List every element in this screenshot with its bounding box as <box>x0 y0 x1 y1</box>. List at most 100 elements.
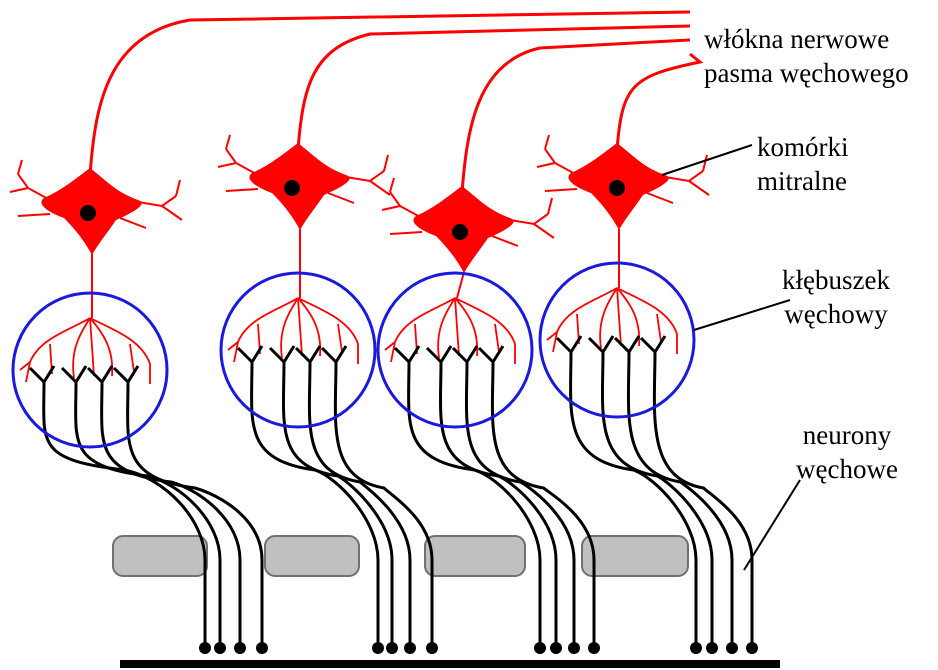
label-olfactory-neurons-line1: neurony <box>796 418 898 452</box>
label-nerve-fibers-line2: pasma węchowego <box>704 56 909 90</box>
support-cell-3 <box>425 536 525 576</box>
label-glomerulus-line1: kłębuszek <box>782 263 890 297</box>
olfactory-neuron-soma <box>726 642 738 654</box>
mitral-cell-2 <box>218 135 390 364</box>
olfactory-neuron-terminal <box>114 366 138 382</box>
olfactory-neuron-terminal <box>88 366 112 382</box>
mitral-cell-process <box>689 181 709 195</box>
olfactory-neuron-soma <box>199 642 211 654</box>
mitral-cell-nucleus <box>80 205 96 221</box>
mitral-cell-process <box>226 189 258 191</box>
mitral-cells <box>10 135 709 384</box>
label-glomerulus-line2: węchowy <box>782 297 890 331</box>
mitral-cell-3 <box>382 178 554 364</box>
mitral-cell-process <box>18 174 50 200</box>
mitral-cell-process <box>382 206 400 210</box>
olfactory-neuron-soma <box>690 642 702 654</box>
mitral-cell-process <box>18 214 50 216</box>
mitral-cell-process <box>328 193 354 203</box>
label-glomerulus: kłębuszek węchowy <box>782 263 890 331</box>
label-nerve-fibers: włókna nerwowe pasma węchowego <box>704 22 909 90</box>
olfactory-neuron-terminal <box>322 346 346 362</box>
olfactory-neuron-axon <box>283 362 392 648</box>
olfactory-neuron-soma <box>426 642 438 654</box>
mitral-cell-process <box>390 192 422 218</box>
olfactory-neuron-terminal <box>238 346 262 362</box>
mitral-cell-process <box>703 155 707 171</box>
mitral-cell-dendritic-tuft <box>298 298 302 356</box>
nerve-fiber-1 <box>90 12 690 175</box>
mitral-cell-process <box>537 163 555 167</box>
label-olfactory-neurons: neurony węchowe <box>796 418 898 486</box>
mitral-cell-process <box>647 193 673 203</box>
olfactory-neuron-soma <box>256 642 268 654</box>
mitral-cell-dendritic-tuft <box>90 318 94 376</box>
mitral-cell-dendritic-tuft <box>130 344 134 372</box>
support-cells <box>113 536 688 576</box>
pointer-olfactory-neurons <box>744 480 800 570</box>
mitral-cell-dendrite <box>457 272 464 298</box>
olfactory-neuron-soma <box>214 642 226 654</box>
olfactory-neuron-terminal <box>641 336 665 352</box>
olfactory-neuron-terminal <box>557 336 581 352</box>
mitral-cell-nucleus <box>452 224 468 240</box>
olfactory-neuron-axon <box>252 362 378 648</box>
mitral-cell-process <box>548 198 552 214</box>
olfactory-neuron-terminal <box>479 346 503 362</box>
olfactory-neuron-soma <box>534 642 546 654</box>
label-olfactory-neurons-line2: węchowe <box>796 452 898 486</box>
mitral-cell-process <box>176 180 180 196</box>
base-membrane-line <box>120 660 780 668</box>
mitral-cell-process <box>138 196 176 206</box>
olfactory-neuron-soma <box>386 642 398 654</box>
label-pointers <box>662 145 800 570</box>
mitral-cell-process <box>226 149 258 175</box>
mitral-cell-process <box>218 163 236 167</box>
mitral-cell-process <box>510 214 548 224</box>
glomeruli <box>13 263 694 447</box>
mitral-cell-1 <box>10 160 182 384</box>
label-mitral-cells-line1: komórki <box>757 130 849 164</box>
mitral-cell-process <box>18 160 22 174</box>
olfactory-neuron-soma <box>706 642 718 654</box>
olfactory-neuron-axon <box>309 362 410 648</box>
olfactory-neuron-soma <box>550 642 562 654</box>
olfactory-neuron-soma <box>234 642 246 654</box>
mitral-cell-nucleus <box>609 180 625 196</box>
pointer-glomerulus <box>694 300 790 330</box>
mitral-cell-process <box>492 236 518 246</box>
mitral-cell-process <box>390 232 422 234</box>
support-cell-2 <box>265 536 359 576</box>
support-cell-4 <box>582 536 688 576</box>
olfactory-neuron-soma <box>404 642 416 654</box>
mitral-cell-dendritic-tuft <box>657 314 661 342</box>
olfactory-neuron-terminal <box>395 346 419 362</box>
mitral-cell-process <box>545 189 577 191</box>
mitral-cell-process <box>534 224 554 238</box>
olfactory-neurons <box>30 336 758 654</box>
olfactory-neuron-terminal <box>615 336 639 352</box>
support-cell-1 <box>113 536 207 576</box>
mitral-cell-process <box>384 155 388 171</box>
mitral-cell-process <box>390 178 394 192</box>
mitral-cell-nucleus <box>284 180 300 196</box>
mitral-cell-dendritic-tuft <box>338 324 342 352</box>
olfactory-neuron-soma <box>568 642 580 654</box>
olfactory-neuron-soma <box>372 642 384 654</box>
olfactory-neuron-axon <box>571 352 696 648</box>
label-mitral-cells: komórki mitralne <box>757 130 849 198</box>
olfactory-neuron-soma <box>588 642 600 654</box>
base-membrane <box>120 660 780 668</box>
olfactory-neuron-group-1 <box>30 366 268 654</box>
label-mitral-cells-line2: mitralne <box>757 164 849 198</box>
mitral-cell-process <box>545 149 577 175</box>
olfactory-neuron-axon <box>44 382 205 648</box>
olfactory-neuron-terminal <box>453 346 477 362</box>
nerve-fiber-4 <box>617 54 700 150</box>
olfactory-neuron-axon <box>409 362 540 648</box>
pointer-mitral-cells <box>662 145 752 175</box>
mitral-cell-process <box>370 181 390 195</box>
mitral-cell-process <box>545 135 549 149</box>
nerve-fiber-3 <box>462 40 690 193</box>
